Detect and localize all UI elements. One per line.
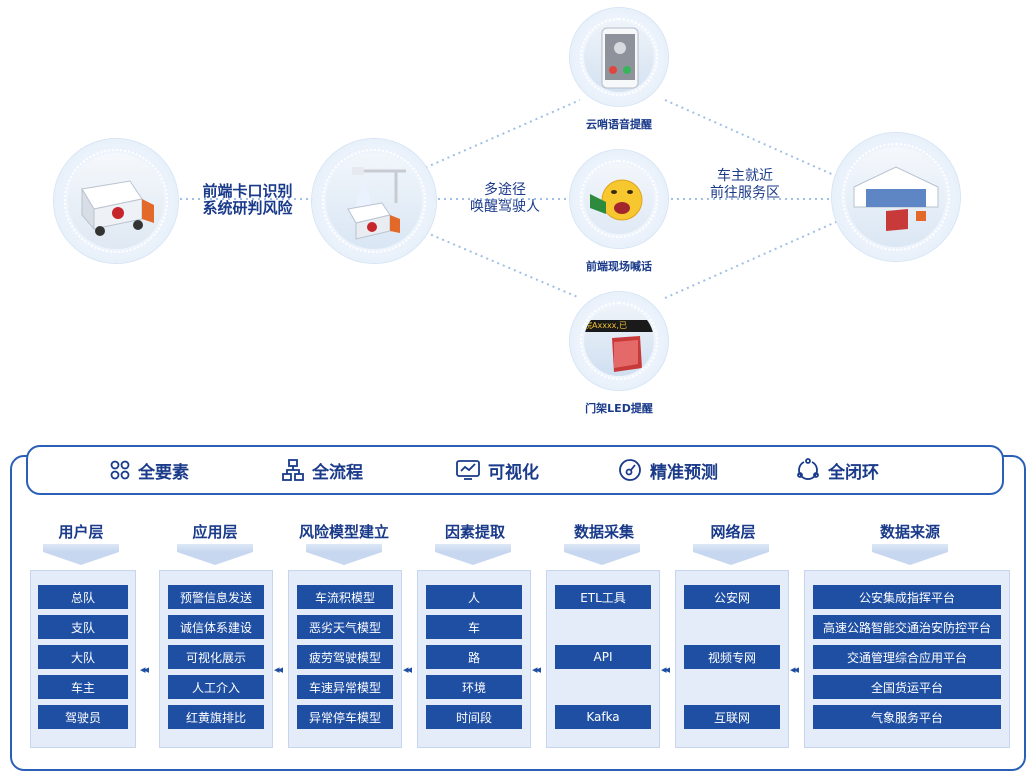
list-item: 互联网 — [684, 705, 780, 729]
shouting-emoji-icon — [590, 179, 643, 221]
phone-icon — [601, 27, 639, 89]
arrow-icon: ◂◂ — [140, 663, 149, 676]
column-user-layer: 总队 支队 大队 车主 驾驶员 — [30, 570, 136, 748]
arrow-icon: ◂◂ — [274, 663, 283, 676]
camera-gantry-icon — [347, 167, 406, 240]
column-data-source: 公安集成指挥平台 高速公路智能交通治安防控平台 交通管理综合应用平台 全国货运平… — [804, 570, 1010, 748]
list-item: 红黄旗排比 — [168, 705, 264, 729]
list-item: 疲劳驾驶模型 — [297, 645, 393, 669]
led-gantry-node: 皖Axxxx,已 — [570, 292, 668, 390]
feature-label: 全流程 — [312, 462, 363, 483]
truck-node — [54, 139, 178, 263]
column-network-layer: 公安网 视频专网 互联网 — [675, 570, 789, 748]
arrow-icon: ◂◂ — [790, 663, 799, 676]
list-item: 人工介入 — [168, 675, 264, 699]
feature-precise-prediction: 精准预测 — [618, 447, 718, 493]
list-item: 全国货运平台 — [813, 675, 1001, 699]
list-item: 时间段 — [426, 705, 522, 729]
column-title-app-layer: 应用层 — [192, 523, 238, 541]
feature-visualization: 可视化 — [456, 447, 539, 493]
list-item: 异常停车模型 — [297, 705, 393, 729]
list-item: 环境 — [426, 675, 522, 699]
feature-bar: 全要素 全流程 可视化 精准预测 全闭 — [26, 445, 1004, 495]
column-data-collect: ETL工具 API Kafka — [546, 570, 660, 748]
list-item: 交通管理综合应用平台 — [813, 645, 1001, 669]
feature-all-elements: 全要素 — [110, 447, 189, 493]
onsite-shout-label: 前端现场喊话 — [586, 260, 652, 273]
list-item: API — [555, 645, 651, 669]
red-truck-icon — [612, 336, 642, 372]
loop-icon — [797, 458, 819, 480]
list-item: 车速异常模型 — [297, 675, 393, 699]
service-area-node — [832, 133, 960, 261]
list-item: Kafka — [555, 705, 651, 729]
chart-icon — [456, 460, 480, 480]
service-building-icon — [853, 166, 939, 231]
list-item: 视频专网 — [684, 645, 780, 669]
led-gantry-label: 门架LED提醒 — [585, 402, 653, 415]
list-item: 预警信息发送 — [168, 585, 264, 609]
column-title-user-layer: 用户层 — [58, 523, 104, 541]
column-title-data-source: 数据来源 — [879, 523, 940, 541]
list-item: 大队 — [38, 645, 128, 669]
truck-icon — [81, 180, 154, 236]
list-item: 车 — [426, 615, 522, 639]
column-title-factor-extract: 因素提取 — [444, 523, 505, 541]
feature-full-process: 全流程 — [282, 447, 363, 493]
led-screen: 皖Axxxx,已 — [584, 320, 654, 332]
column-app-layer: 预警信息发送 诚信体系建设 可视化展示 人工介入 红黄旗排比 — [159, 570, 273, 748]
column-factor-extract: 人 车 路 环境 时间段 — [417, 570, 531, 748]
list-item: 支队 — [38, 615, 128, 639]
middle-label: 多途径 唤醒驾驶人 — [470, 182, 540, 215]
feature-label: 全闭环 — [828, 462, 879, 483]
list-item: 高速公路智能交通治安防控平台 — [813, 615, 1001, 639]
list-item: 公安网 — [684, 585, 780, 609]
list-item: 路 — [426, 645, 522, 669]
list-item: 人 — [426, 585, 522, 609]
list-item: 公安集成指挥平台 — [813, 585, 1001, 609]
column-title-data-collect: 数据采集 — [573, 523, 634, 541]
arrow-icon: ◂◂ — [661, 663, 670, 676]
list-item: 诚信体系建设 — [168, 615, 264, 639]
flow-icon — [282, 459, 304, 481]
checkpoint-node — [312, 139, 436, 263]
arrow-icon: ◂◂ — [403, 663, 412, 676]
connection-lines — [180, 99, 846, 299]
feature-label: 全要素 — [138, 462, 189, 483]
list-item: ETL工具 — [555, 585, 651, 609]
feature-closed-loop: 全闭环 — [796, 447, 879, 493]
grid-icon — [110, 460, 130, 480]
list-item: 车流积模型 — [297, 585, 393, 609]
list-item: 车主 — [38, 675, 128, 699]
arrow-icon: ◂◂ — [532, 663, 541, 676]
cloud-voice-label: 云哨语音提醒 — [586, 118, 652, 131]
onsite-shout-node — [570, 150, 668, 248]
feature-label: 可视化 — [488, 462, 539, 483]
column-risk-model: 车流积模型 恶劣天气模型 疲劳驾驶模型 车速异常模型 异常停车模型 — [288, 570, 402, 748]
left-label: 前端卡口识别 系统研判风险 — [202, 182, 293, 217]
gauge-icon — [619, 459, 641, 481]
cloud-voice-node — [570, 8, 668, 106]
list-item: 气象服务平台 — [813, 705, 1001, 729]
column-title-risk-model: 风险模型建立 — [298, 523, 389, 541]
feature-label: 精准预测 — [650, 462, 718, 483]
list-item: 驾驶员 — [38, 705, 128, 729]
right-label: 车主就近 前往服务区 — [710, 168, 780, 201]
list-item: 可视化展示 — [168, 645, 264, 669]
list-item: 总队 — [38, 585, 128, 609]
column-title-network-layer: 网络层 — [710, 523, 756, 541]
list-item: 恶劣天气模型 — [297, 615, 393, 639]
